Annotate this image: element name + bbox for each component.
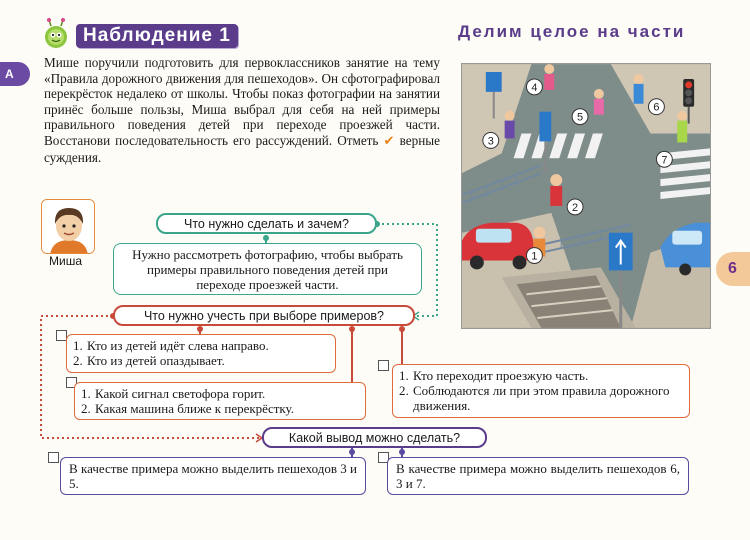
lesson-title: Наблюдение 1 [76, 24, 238, 48]
page-number-tab: 6 [716, 252, 750, 286]
photo-label-4: 4 [531, 82, 537, 94]
boy-face-icon [42, 200, 94, 253]
character-name: Миша [49, 254, 82, 268]
side-tab: A [0, 62, 30, 86]
option-3-item: 2.Соблюдаются ли при этом правила дорожн… [399, 383, 670, 413]
option-1-item: 2.Кто из детей опаздывает. [73, 353, 225, 368]
question-1: Что нужно сделать и зачем? [156, 213, 377, 234]
option-3-checkbox[interactable] [378, 360, 389, 371]
answer-1: Нужно рассмотреть фотографию, чтобы выбр… [113, 243, 422, 295]
option-2: 1.Какой сигнал светофора горит. 2.Какая … [74, 382, 366, 420]
option-2-item: 1.Какой сигнал светофора горит. [81, 386, 266, 401]
photo-label-6: 6 [653, 102, 659, 114]
conclusion-1-checkbox[interactable] [48, 452, 59, 463]
misha-portrait [41, 199, 95, 254]
question-3: Какой вывод можно сделать? [262, 427, 487, 448]
intro-text: Мише поручили подготовить для первокласс… [44, 55, 440, 165]
photo-label-5: 5 [577, 112, 583, 124]
question-2: Что нужно учесть при выборе примеров? [113, 305, 415, 326]
option-1: 1.Кто из детей идёт слева направо. 2.Кто… [66, 334, 336, 373]
section-title: Делим целое на части [458, 22, 686, 41]
intro-text-main: Мише поручили подготовить для первокласс… [44, 55, 440, 148]
option-2-item: 2.Какая машина ближе к перекрёстку. [81, 401, 294, 416]
conclusion-2: В качестве примера можно выделить пешехо… [387, 457, 689, 495]
photo-label-7: 7 [661, 154, 667, 166]
alien-mascot-icon [45, 18, 67, 48]
option-3: 1.Кто переходит проезжую часть. 2.Соблюд… [392, 364, 690, 418]
option-3-item: 1.Кто переходит проезжую часть. [399, 368, 589, 383]
conclusion-1: В качестве примера можно выделить пешехо… [60, 457, 366, 495]
crossroad-photo: 1 2 3 4 5 6 7 [461, 63, 711, 329]
checkmark-icon: ✔ [383, 133, 395, 149]
photo-label-3: 3 [488, 135, 494, 147]
photo-label-1: 1 [531, 250, 537, 262]
intro-text-tail: верные суждения. [44, 132, 441, 165]
option-1-item: 1.Кто из детей идёт слева направо. [73, 338, 269, 353]
photo-label-2: 2 [572, 202, 578, 214]
